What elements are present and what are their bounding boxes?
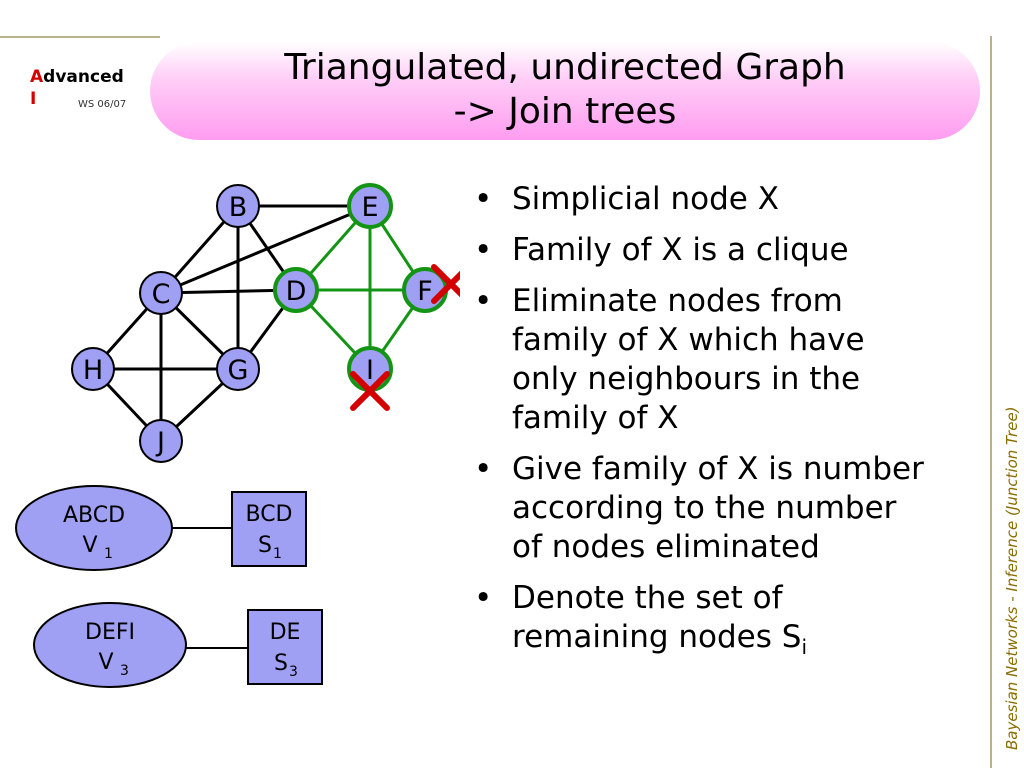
bullet-line: family of X	[512, 400, 679, 436]
node-j	[139, 419, 183, 463]
node-label-i: I	[366, 355, 374, 386]
node-e	[347, 183, 393, 229]
clique-var-label: V	[82, 533, 97, 558]
logo-brand: Advanced	[30, 67, 124, 87]
separator-var-label: S	[258, 533, 272, 558]
side-label: Bayesian Networks - Inference (Junction …	[1003, 406, 1021, 750]
node-d	[273, 267, 319, 313]
node-label-j: J	[155, 427, 165, 458]
title-line-2: -> Join trees	[453, 91, 677, 132]
bullet-line: according to the number	[512, 490, 897, 526]
bullet-list: • Simplicial node X • Family of X is a cliq…	[470, 180, 980, 679]
bullet-line: Eliminate nodes from	[512, 283, 843, 319]
bullet-subscript: i	[801, 635, 807, 660]
right-rule	[990, 36, 992, 768]
clique-var-label: V	[98, 650, 113, 675]
clique-var-subscript: 3	[120, 663, 129, 679]
separator-var-label: S	[274, 651, 288, 676]
separator-var-subscript: 3	[289, 664, 298, 680]
clique-label: ABCD	[63, 503, 125, 528]
clique-var-subscript: 1	[104, 546, 113, 562]
slide-title: Triangulated, undirected Graph -> Join t…	[150, 46, 980, 134]
bullet-item-2: • Family of X is a clique	[470, 231, 980, 270]
node-h	[71, 347, 115, 391]
bullet-line: Family of X is a clique	[512, 232, 849, 268]
separator-label: DE	[270, 620, 301, 645]
node-b	[216, 184, 260, 228]
bullet-line: family of X which have	[512, 322, 865, 358]
logo-semester: WS 06/07	[78, 99, 127, 110]
elimination-cross-f	[431, 264, 460, 304]
top-rule	[0, 36, 160, 38]
bullet-line: Simplicial node X	[512, 181, 779, 217]
clique-label: DEFI	[85, 620, 135, 645]
title-banner	[150, 42, 980, 140]
bullet-item-1: • Simplicial node X	[470, 180, 980, 219]
node-label-d: D	[286, 276, 307, 307]
elimination-cross-i	[350, 371, 390, 411]
edge-c-e	[160, 204, 371, 295]
bullet-dot: •	[474, 451, 493, 487]
triangulated-graph: B E C D F H G I J	[71, 183, 460, 463]
node-label-b: B	[229, 192, 248, 223]
separator-var-subscript: 1	[273, 546, 282, 562]
bullet-dot: •	[474, 232, 493, 268]
bullet-dot: •	[474, 283, 493, 319]
title-line-1: Triangulated, undirected Graph	[284, 47, 846, 88]
node-g	[216, 347, 260, 391]
bullet-line: Denote the set of	[512, 580, 783, 616]
node-label-e: E	[361, 192, 378, 223]
node-label-c: C	[152, 279, 171, 310]
clique-node	[33, 602, 187, 688]
bullet-dot: •	[474, 580, 493, 616]
logo-line2: I	[30, 89, 37, 109]
bullet-line: only neighbours in the	[512, 361, 861, 397]
bullet-line: remaining nodes Si	[512, 619, 807, 660]
separator-label: BCD	[245, 502, 292, 527]
node-label-h: H	[83, 355, 103, 386]
bullet-line: of nodes eliminated	[512, 529, 820, 565]
separator-node	[231, 491, 307, 567]
bullet-dot: •	[474, 181, 493, 217]
node-c	[139, 271, 183, 315]
clique-node	[15, 485, 173, 571]
node-label-f: F	[417, 276, 433, 307]
node-label-g: G	[228, 355, 249, 386]
bullet-line: Give family of X is number	[512, 451, 924, 487]
separator-node	[247, 609, 323, 685]
logo: Advanced I WS 06/07	[30, 66, 127, 110]
